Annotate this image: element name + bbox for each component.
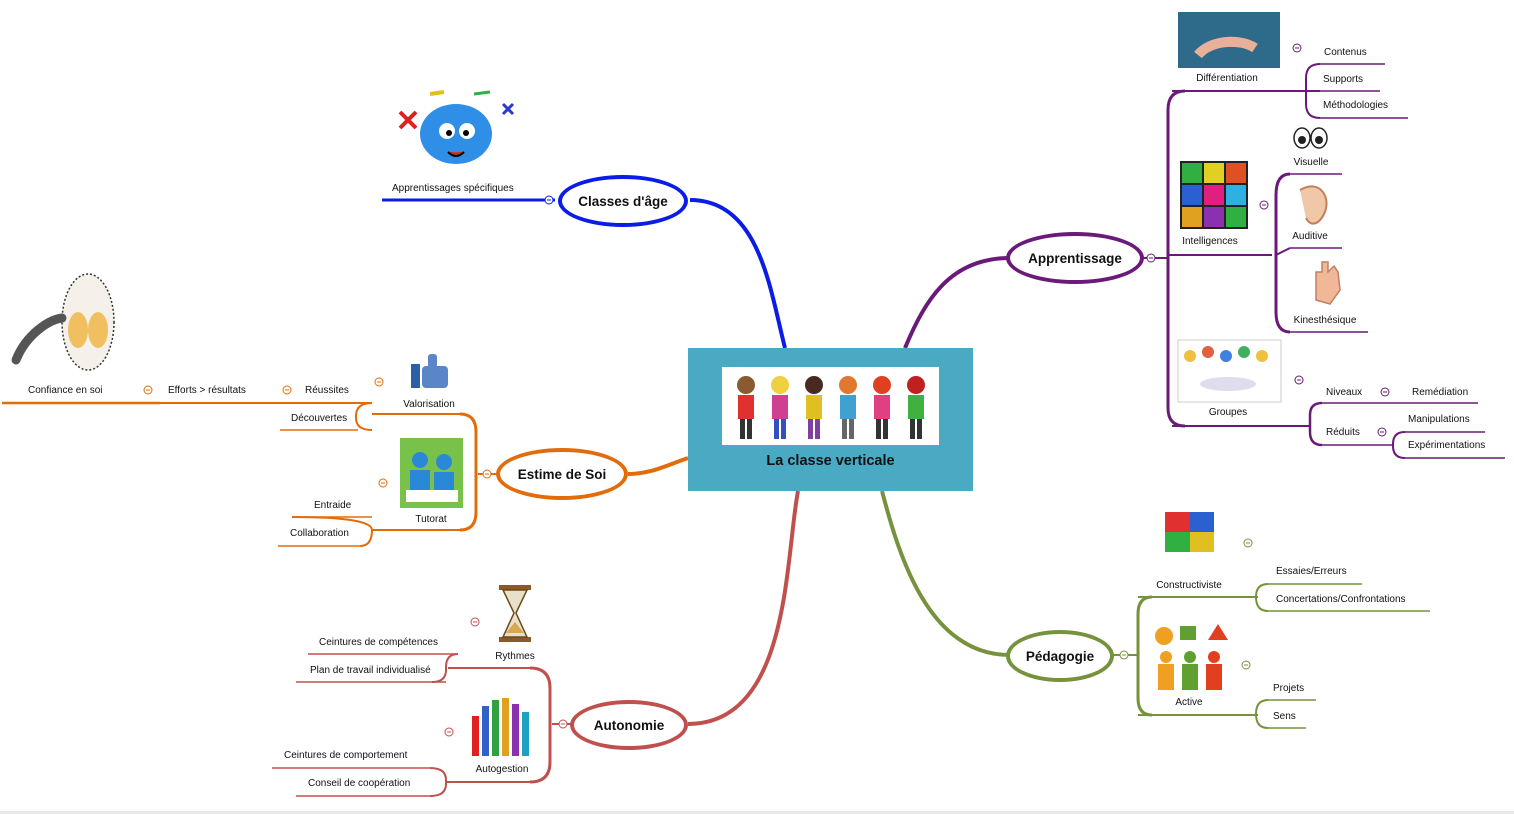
monster-image: [398, 90, 515, 164]
children-holding-hands-image: [722, 367, 939, 445]
node-manipulations[interactable]: Manipulations: [1408, 414, 1470, 425]
branch-line-autonomie: [687, 490, 800, 726]
node-valorisation[interactable]: Valorisation: [403, 399, 455, 410]
classroom-groups-image: [1177, 339, 1282, 403]
node-autonomie[interactable]: Autonomie: [570, 700, 688, 750]
hands-sculpture-image: [1178, 12, 1280, 68]
node-contenus[interactable]: Contenus: [1324, 47, 1367, 58]
node-remediation[interactable]: Remédiation: [1412, 387, 1469, 398]
branch-line-apprentissage: [903, 256, 1011, 349]
node-intelligences[interactable]: Intelligences: [1182, 236, 1238, 247]
branch-line-classes: [689, 198, 787, 349]
node-plan-de-travail[interactable]: Plan de travail individualisé: [310, 665, 431, 676]
root-title: La classe verticale: [766, 453, 895, 469]
node-apprentissage[interactable]: Apprentissage: [1006, 232, 1144, 284]
bottom-rule: [0, 811, 1514, 814]
node-estime-de-soi[interactable]: Estime de Soi: [496, 448, 628, 500]
node-efforts-resultats[interactable]: Efforts > résultats: [168, 385, 246, 396]
node-classes-age[interactable]: Classes d'âge: [558, 175, 688, 227]
ear-image: [1299, 185, 1328, 225]
node-pedagogie[interactable]: Pédagogie: [1006, 630, 1114, 682]
node-ceintures-competences[interactable]: Ceintures de compétences: [319, 637, 438, 648]
node-differentiation[interactable]: Différentiation: [1196, 73, 1258, 84]
node-projets[interactable]: Projets: [1273, 683, 1305, 694]
active-people-image: [1155, 624, 1228, 690]
node-methodologies[interactable]: Méthodologies: [1323, 100, 1389, 111]
node-rythmes[interactable]: Rythmes: [495, 651, 535, 662]
node-constructiviste[interactable]: Constructiviste: [1156, 580, 1222, 591]
node-entraide[interactable]: Entraide: [314, 500, 352, 511]
hand-image: [1315, 261, 1341, 305]
node-conseil-cooperation[interactable]: Conseil de coopération: [308, 778, 411, 789]
branch-line-pedagogie: [880, 490, 1011, 657]
branch-line-estime: [627, 456, 689, 476]
node-groupes[interactable]: Groupes: [1208, 407, 1248, 418]
tutorat-image: [400, 438, 463, 508]
node-active[interactable]: Active: [1175, 697, 1203, 708]
node-sens[interactable]: Sens: [1273, 711, 1296, 722]
node-auditive[interactable]: Auditive: [1292, 231, 1328, 242]
node-kinesthesique[interactable]: Kinesthésique: [1293, 315, 1357, 326]
node-niveaux[interactable]: Niveaux: [1326, 387, 1363, 398]
node-collaboration[interactable]: Collaboration: [290, 528, 349, 539]
node-tutorat[interactable]: Tutorat: [415, 514, 447, 525]
node-reussites[interactable]: Réussites: [305, 385, 349, 396]
puzzle-image: [1160, 500, 1220, 560]
node-reduits[interactable]: Réduits: [1326, 427, 1360, 438]
hands-image: [466, 690, 542, 758]
butterfly-image: [11, 273, 115, 371]
node-autogestion[interactable]: Autogestion: [475, 764, 529, 775]
node-apprentissages-specifiques[interactable]: Apprentissages spécifiques: [392, 183, 514, 194]
thumbs-up-image: [411, 354, 448, 388]
node-experimentations[interactable]: Expérimentations: [1408, 440, 1486, 451]
eyes-image: [1293, 127, 1328, 149]
octofun-image: [1180, 161, 1248, 229]
node-essaies-erreurs[interactable]: Essaies/Erreurs: [1276, 566, 1347, 577]
node-decouvertes[interactable]: Découvertes: [291, 413, 348, 424]
node-supports[interactable]: Supports: [1323, 74, 1364, 85]
root-node[interactable]: La classe verticale: [688, 348, 973, 491]
node-confiance-en-soi[interactable]: Confiance en soi: [28, 385, 103, 396]
node-visuelle[interactable]: Visuelle: [1293, 157, 1329, 168]
node-concertations[interactable]: Concertations/Confrontations: [1276, 594, 1406, 605]
children-illustration: [737, 376, 925, 439]
hourglass-image: [499, 585, 531, 642]
node-ceintures-comportement[interactable]: Ceintures de comportement: [284, 750, 408, 761]
